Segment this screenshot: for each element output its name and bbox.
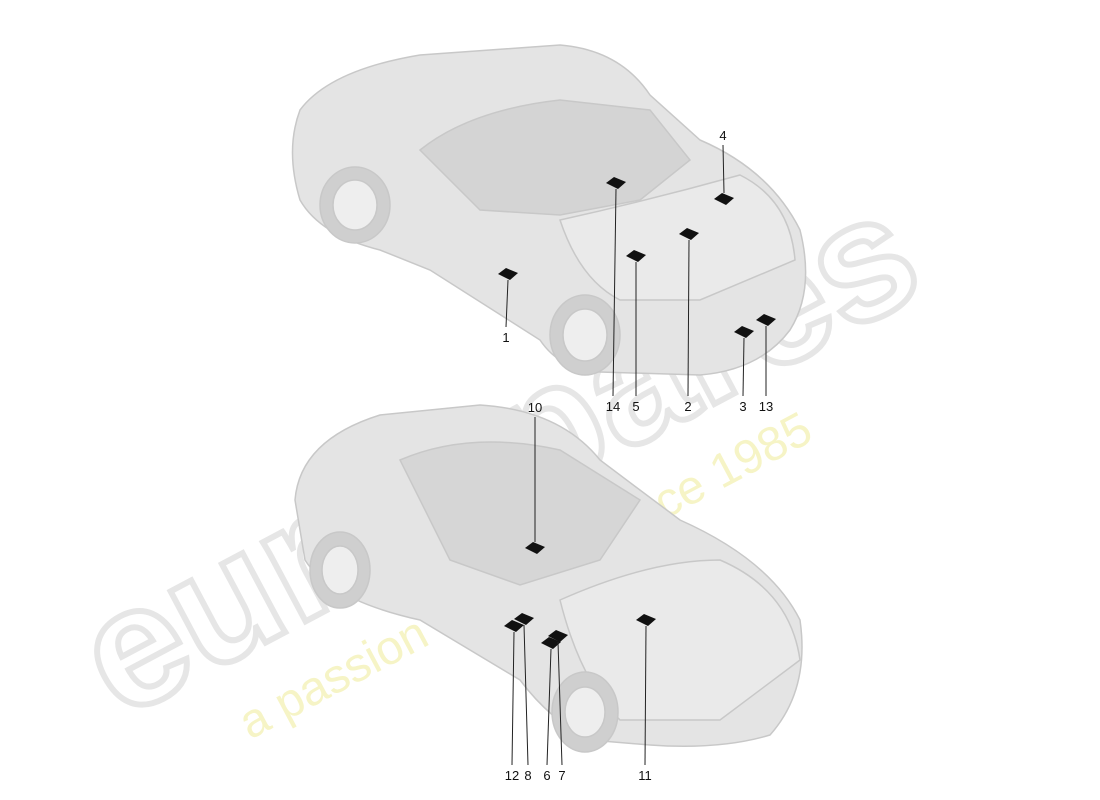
- label-marker: [626, 250, 646, 262]
- callout-11: 11: [636, 614, 656, 783]
- callout-label: 6: [543, 768, 550, 783]
- label-marker: [714, 193, 734, 205]
- callout-label: 12: [505, 768, 519, 783]
- callout-4: 4: [714, 128, 734, 205]
- callout-label: 10: [528, 400, 542, 415]
- label-marker: [734, 326, 754, 338]
- leader-line: [557, 641, 563, 766]
- leader-line: [644, 625, 647, 766]
- callout-8: 8: [514, 613, 534, 783]
- label-marker: [498, 268, 518, 280]
- callout-label: 8: [524, 768, 531, 783]
- leader-line: [505, 279, 509, 328]
- callout-label: 5: [632, 399, 639, 414]
- label-marker: [514, 613, 534, 625]
- label-marker: [679, 228, 699, 240]
- callout-label: 14: [606, 399, 620, 414]
- callout-5: 5: [626, 250, 646, 414]
- car-rear-view: [291, 44, 807, 376]
- leader-line: [687, 239, 690, 397]
- callout-10: 10: [525, 400, 545, 554]
- callout-12: 12: [504, 620, 524, 783]
- callout-2: 2: [679, 228, 699, 414]
- label-marker: [606, 177, 626, 189]
- callout-1: 1: [498, 268, 518, 345]
- label-marker: [525, 542, 545, 554]
- leader-line: [612, 188, 617, 397]
- leader-line: [722, 144, 725, 194]
- callout-7: 7: [548, 630, 568, 783]
- label-marker: [636, 614, 656, 626]
- label-marker: [756, 314, 776, 326]
- callout-3: 3: [734, 326, 754, 414]
- callout-label: 11: [638, 768, 652, 783]
- callout-13: 13: [756, 314, 776, 414]
- callout-label: 13: [759, 399, 773, 414]
- callout-label: 1: [502, 330, 509, 345]
- leader-line: [546, 648, 552, 766]
- callout-label: 3: [739, 399, 746, 414]
- label-marker: [504, 620, 524, 632]
- callout-label: 7: [558, 768, 565, 783]
- callout-14: 14: [606, 177, 626, 414]
- leader-line: [511, 631, 515, 766]
- leader-line: [523, 624, 529, 766]
- leader-line: [742, 337, 745, 397]
- label-marker: [548, 630, 568, 642]
- callout-label: 4: [719, 128, 726, 143]
- callout-label: 2: [684, 399, 691, 414]
- car-front-view: [294, 404, 803, 753]
